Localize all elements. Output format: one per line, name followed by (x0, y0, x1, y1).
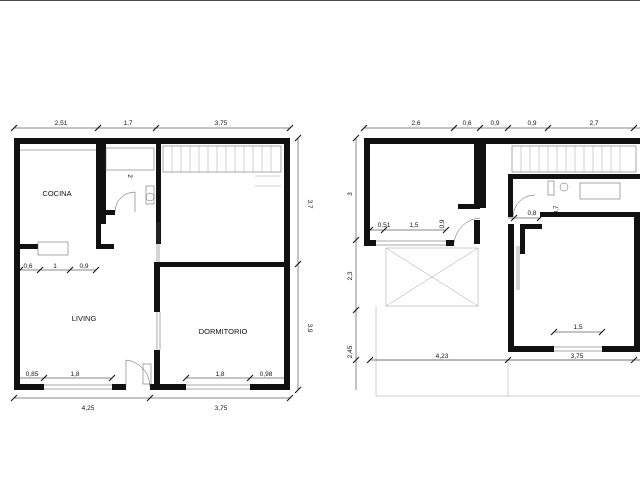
living-window (44, 384, 112, 390)
toilet (145, 185, 155, 205)
dim-left-r1: 3 (347, 192, 354, 196)
dim-inner-a: 0,51 (378, 222, 391, 229)
dim-right-1: 3,7 (306, 199, 313, 208)
dim-inner-d: 0,8 (527, 210, 536, 217)
upper-wall-stub (458, 204, 480, 209)
dim-left-r2: 2,3 (347, 271, 354, 280)
dim-wall-b: 1 (53, 263, 57, 270)
south-wall-seg (112, 384, 126, 390)
stairs (162, 145, 282, 187)
bath-wall-right (156, 144, 161, 244)
room-label-dormitorio: DORMITORIO (199, 327, 248, 336)
dim-bottom-r2: 3,75 (571, 353, 584, 360)
terrace-door (453, 217, 481, 244)
lavatory (547, 180, 555, 196)
dim-right-2: 3,9 (306, 323, 313, 332)
dim-line-top-right (360, 124, 640, 132)
bedroom-upper-east (634, 212, 640, 352)
south-wall-seg (150, 384, 186, 390)
north-wall (14, 138, 290, 144)
bath-upper-wall (508, 179, 513, 217)
dim-top-r4: 0,9 (527, 120, 536, 127)
dim-inner-win: 1,5 (573, 324, 582, 331)
dorm-wall (154, 262, 160, 312)
kitchen-wall-stub (20, 244, 38, 249)
toilet-bowl (145, 192, 155, 202)
bedroom-upper-south (508, 346, 554, 352)
room-label-cocina: COCINA (42, 189, 71, 198)
balcony-wall (446, 240, 454, 246)
dim-wall-c: 0,9 (79, 263, 88, 270)
bath-upper-door (512, 194, 536, 218)
upper-right-north-wall (486, 138, 640, 144)
dim-top-2: 1,7 (123, 120, 132, 127)
dim-top-r5: 2,7 (589, 120, 598, 127)
balcony-wall (364, 240, 376, 246)
dim-top-1: 2,51 (55, 120, 68, 127)
bath-upper-wall (540, 212, 640, 217)
closet (142, 363, 152, 385)
dim-bottom-r1: 4,23 (436, 353, 449, 360)
right-floor-plan: 2,6 0,6 0,9 0,9 2,7 3 2,3 2,45 4,23 3,75… (347, 120, 640, 397)
dim-line-bottom-right (366, 356, 640, 364)
south-wall-seg (250, 384, 290, 390)
bedroom-upper-stub (520, 224, 542, 229)
bath-wall (101, 144, 106, 224)
bath-door (114, 191, 136, 213)
dorm-wall-top (160, 262, 284, 267)
dim-bath: 2 (126, 174, 133, 178)
dim-top-r2: 0,6 (462, 120, 471, 127)
dim-bottom-1: 4,25 (82, 405, 95, 412)
inner-dims-right (366, 214, 606, 336)
bath-upper-wall (508, 174, 640, 179)
dim-win-dorm-right: 0,98 (260, 371, 273, 378)
kitchen-wall (96, 144, 101, 248)
counter (37, 241, 69, 256)
west-wall (14, 138, 20, 390)
dim-top-r3: 0,9 (490, 120, 499, 127)
upper-left-north-wall (364, 138, 480, 144)
shower (105, 147, 155, 171)
south-wall-seg (14, 384, 44, 390)
stair-wall (480, 138, 486, 208)
dim-win-living: 1,8 (70, 371, 79, 378)
dim-bottom-2: 3,75 (215, 405, 228, 412)
bedroom-upper-stub (520, 224, 525, 254)
upper-wall (474, 220, 480, 244)
kitchen-wall-stub (96, 244, 114, 249)
dim-win-dorm: 1,8 (215, 371, 224, 378)
dim-inner-b: 1,5 (409, 222, 418, 229)
dim-line-right (294, 134, 302, 394)
room-label-living: LIVING (72, 314, 97, 323)
dim-line-top (10, 124, 294, 132)
toilet-upper (559, 182, 569, 192)
bathtub (579, 182, 621, 200)
left-floor-plan: 2,51 1,7 3,75 4,25 3,75 3,7 3,9 0,6 1 0,… (10, 120, 313, 412)
dim-line-left-right (352, 134, 360, 390)
dim-line-bottom (10, 394, 294, 402)
east-wall (284, 138, 290, 390)
upper-left-west-wall (364, 138, 370, 246)
bath-wall-bottom (101, 210, 115, 215)
inner-dims-living (16, 266, 284, 382)
dim-left-r3: 2,45 (347, 345, 354, 358)
dim-win-living-left: 0,85 (26, 371, 39, 378)
dormitorio-window (186, 384, 250, 390)
dim-inner-e: 0,7 (553, 205, 560, 214)
bedroom-upper-south (602, 346, 640, 352)
dorm-wall (154, 350, 160, 384)
dim-inner-c: 0,9 (439, 219, 446, 228)
dim-top-3: 3,75 (215, 120, 228, 127)
terrace-void (385, 247, 479, 307)
dim-top-r1: 2,6 (411, 120, 420, 127)
dim-wall-a: 0,6 (23, 263, 32, 270)
stairs-upper (511, 145, 637, 173)
upper-left-east-wall (474, 138, 480, 208)
bedroom-upper-west (508, 224, 514, 352)
